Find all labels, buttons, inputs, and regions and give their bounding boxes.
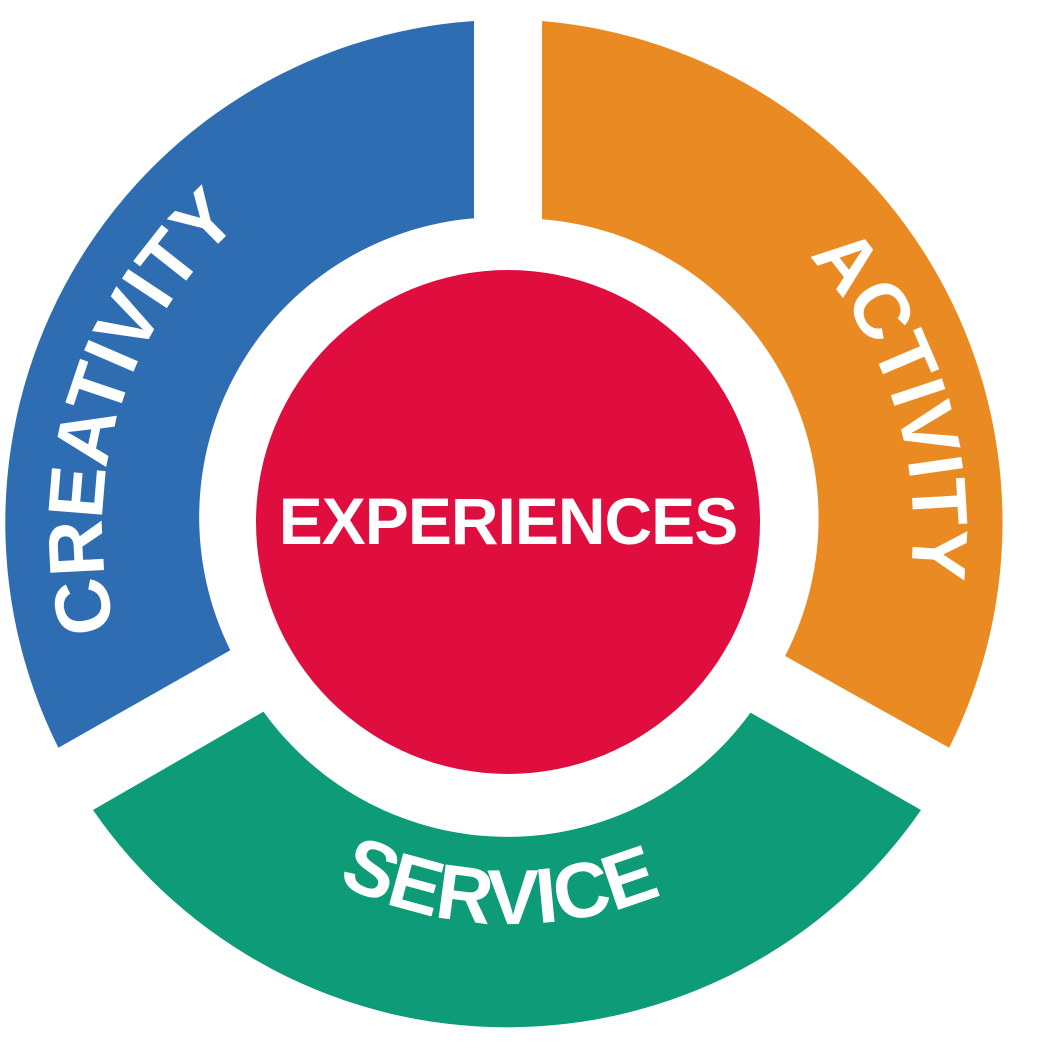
- activity-segment: [542, 21, 1003, 748]
- service-segment: [93, 711, 921, 1028]
- center-label: EXPERIENCES: [279, 484, 737, 558]
- creativity-segment: [5, 21, 475, 748]
- center-circle: [256, 270, 760, 774]
